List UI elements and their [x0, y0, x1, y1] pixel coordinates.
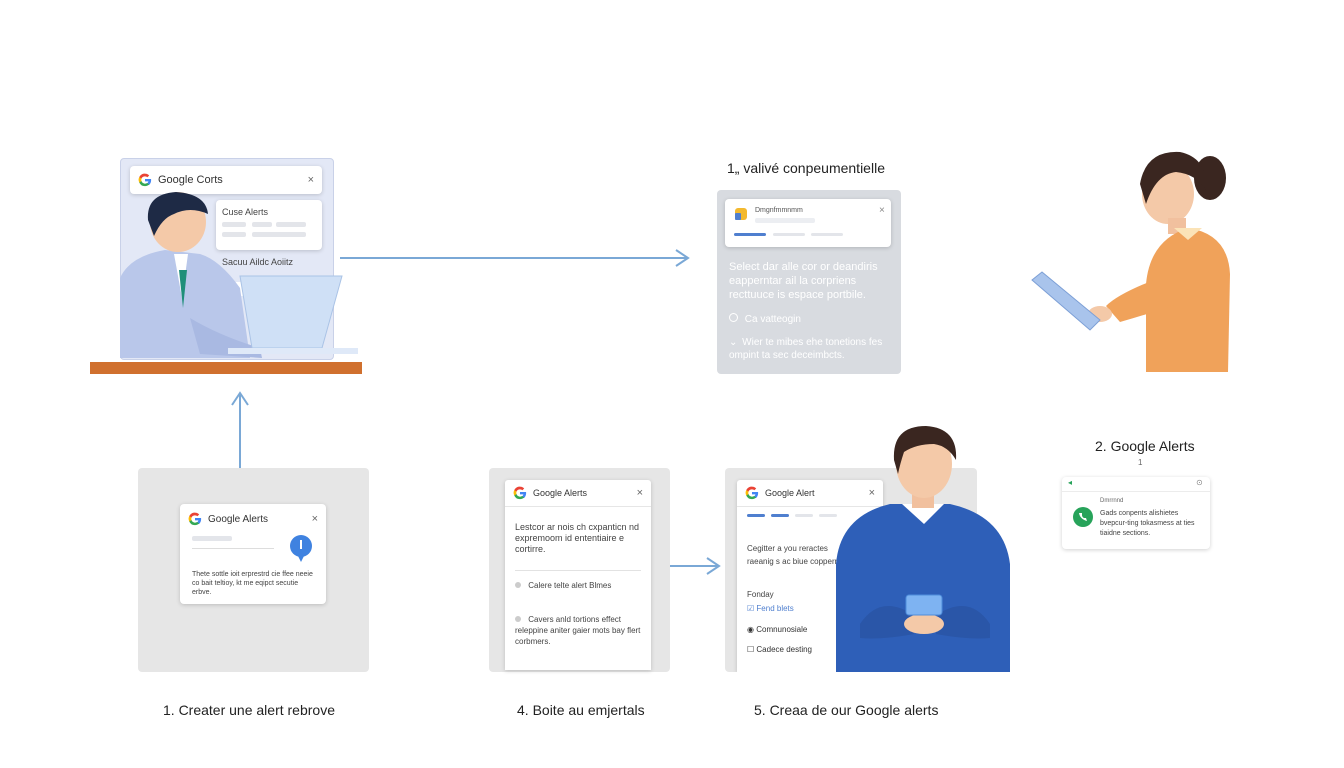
step2-body-text: Gads conpents alishietes bvepcur-ting to… — [1100, 510, 1195, 537]
google-g-icon — [138, 173, 152, 187]
progress-step — [795, 514, 813, 517]
google-g-icon — [513, 486, 527, 500]
man-with-phone-illustration — [836, 426, 1010, 672]
back-icon[interactable]: ◂ — [1068, 478, 1073, 487]
step1-body-text: Select dar alle cor or deandiris eappern… — [729, 261, 878, 301]
close-icon[interactable]: × — [636, 487, 643, 499]
step4-header-title: Google Alerts — [533, 488, 588, 498]
step5-option-1-label: Fend blets — [756, 604, 794, 613]
browser-bar: ◂ ⊙ — [1062, 477, 1210, 492]
radio-icon[interactable] — [515, 616, 521, 622]
placeholder-bar — [222, 222, 246, 227]
arrow-head-up — [231, 391, 249, 406]
menu-icon[interactable]: ⊙ — [1196, 478, 1203, 487]
step2-card: ◂ ⊙ Dmrrnnd Gads conpents alishietes bve… — [1062, 477, 1210, 549]
create-body-text: Thete sottle ioit erprestrd cie ffee nee… — [192, 571, 313, 596]
app-icon — [735, 208, 747, 220]
create-caption: 1. Creater une alert rebrove — [163, 702, 335, 718]
step5-option-1: ☑ Fend blets — [747, 604, 794, 613]
step2-caption: 2. Google Alerts — [1095, 438, 1195, 454]
progress-active — [747, 514, 765, 517]
radio-icon[interactable] — [515, 582, 521, 588]
login-panel: Google Corts × — [130, 166, 322, 194]
close-icon[interactable]: × — [311, 513, 318, 525]
alerts-card-title: Cuse Alerts — [222, 207, 269, 217]
step2-marker: 1 — [1138, 458, 1143, 467]
placeholder-bar — [755, 218, 815, 223]
checkbox-checked-icon[interactable]: ☑ — [747, 604, 755, 613]
step4-card: Google Alerts × Lestcor ar nois ch cxpan… — [505, 480, 651, 670]
progress-step — [819, 514, 837, 517]
step1-caption: 1„ valivé conpeumentielle — [727, 160, 885, 176]
step1-item-2-label: Wier te mibes ehe tonetions fes ompint t… — [729, 337, 883, 361]
step1-panel: Dmgnfmmnmm × Select dar alle cor or dean… — [717, 190, 901, 374]
placeholder-bar — [252, 232, 306, 237]
login-scene: Google Corts × Cuse Alerts Sacuu Aildc A… — [90, 158, 362, 376]
step4-panel: Google Alerts × Lestcor ar nois ch cxpan… — [489, 468, 670, 672]
step1-item-1: Ca vatteogin — [729, 313, 891, 325]
radio-filled-icon[interactable]: ◉ — [747, 625, 754, 634]
step5-option-3: ☐ Cadece desting — [747, 645, 812, 654]
radio-icon[interactable] — [729, 313, 738, 322]
step5-option-3-label: Cadece desting — [756, 645, 812, 654]
divider — [192, 548, 274, 549]
step4-body-text: Lestcor ar nois ch cxpanticn nd expremoo… — [515, 522, 640, 554]
placeholder-bar — [192, 536, 232, 541]
arrow-head-step1 — [675, 249, 690, 267]
progress-step — [773, 233, 805, 236]
close-icon[interactable]: × — [868, 487, 875, 499]
step1-item-2: ⌄ Wier te mibes ehe tonetions fes ompint… — [729, 336, 891, 362]
placeholder-bar — [222, 232, 246, 237]
progress-step — [811, 233, 843, 236]
google-g-icon — [745, 486, 759, 500]
step5-option-2: ◉ Comnunosiale — [747, 625, 807, 634]
step1-card: Dmgnfmmnmm × — [725, 199, 891, 247]
step5-caption: 5. Creaa de our Google alerts — [754, 702, 939, 718]
alerts-card: Cuse Alerts — [216, 200, 322, 250]
progress-active — [771, 514, 789, 517]
location-pin-icon[interactable] — [288, 534, 314, 564]
step1-item-1-label: Ca vatteogin — [744, 314, 801, 325]
close-icon[interactable]: × — [307, 174, 314, 186]
placeholder-bar — [252, 222, 272, 227]
step4-item-2: Cavers anld tortions effect releppine an… — [515, 614, 641, 647]
placeholder-bar — [276, 222, 306, 227]
create-card: Google Alerts × Thete sottle ioit erpres… — [180, 504, 326, 604]
progress-active — [734, 233, 766, 236]
arrow-head-step5 — [706, 557, 721, 575]
step1-card-title: Dmgnfmmnmm — [755, 207, 803, 214]
step2-card-title: Dmrrnnd — [1100, 498, 1124, 504]
create-header-title: Google Alerts — [208, 513, 269, 525]
step4-item-2-label: Cavers anld tortions effect releppine an… — [515, 615, 641, 646]
step5-header-title: Google Alert — [765, 488, 815, 498]
step5-label: Fonday — [747, 590, 774, 599]
desk — [90, 362, 362, 374]
phone-check-icon — [1073, 507, 1093, 527]
google-g-icon — [188, 512, 202, 526]
step5-body-text: Cegitter a you reractes raeanig s ac biu… — [747, 544, 842, 566]
chevron-down-icon[interactable]: ⌄ — [729, 337, 738, 348]
step4-item-1: Calere telte alert Blmes — [515, 580, 641, 591]
close-icon[interactable]: × — [879, 205, 885, 216]
woman-with-tablet-illustration — [1031, 151, 1230, 372]
step4-caption: 4. Boite au emjertals — [517, 702, 645, 718]
phone — [905, 594, 943, 616]
divider — [515, 570, 641, 571]
man-at-desk-illustration — [90, 192, 362, 374]
create-panel: Google Alerts × Thete sottle ioit erpres… — [138, 468, 369, 672]
step5-option-2-label: Comnunosiale — [756, 625, 808, 634]
checkbox-icon[interactable]: ☐ — [747, 645, 755, 654]
step4-item-1-label: Calere telte alert Blmes — [528, 581, 612, 590]
login-footer-text: Sacuu Aildc Aoiitz — [222, 257, 294, 267]
login-header-title: Google Corts — [158, 174, 223, 186]
tablet — [1031, 271, 1101, 331]
